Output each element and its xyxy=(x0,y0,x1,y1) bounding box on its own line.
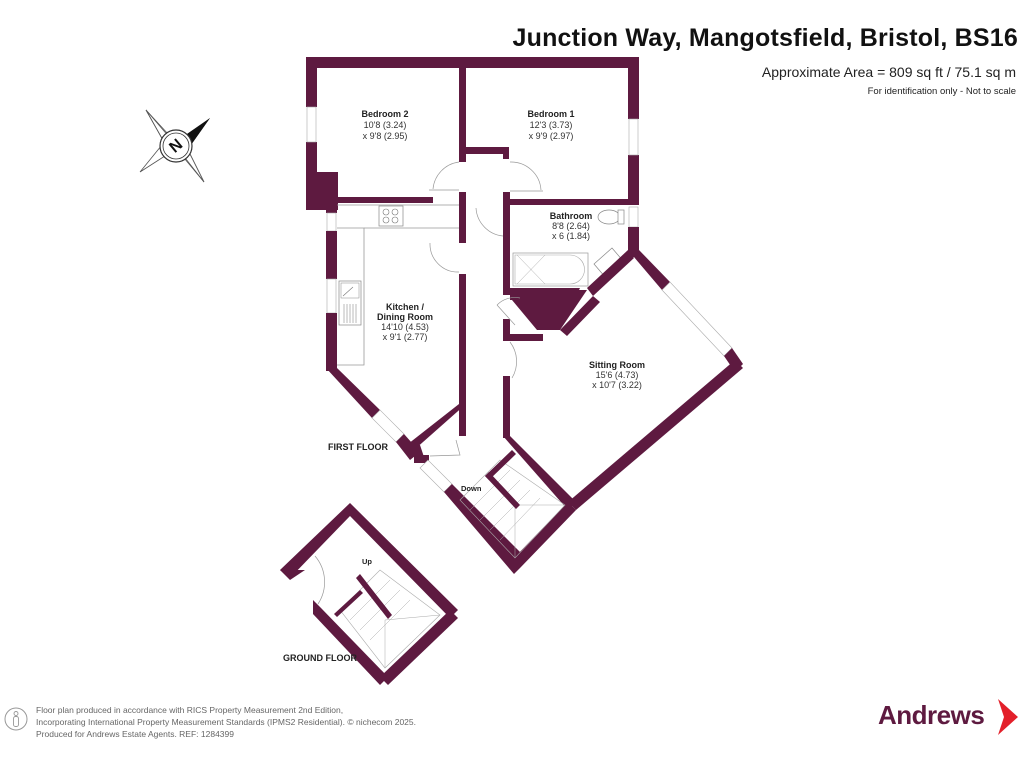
ground-floor-label: GROUND FLOOR xyxy=(283,653,357,663)
svg-text:Sitting Room: Sitting Room xyxy=(589,360,645,370)
svg-text:12'3 (3.73): 12'3 (3.73) xyxy=(530,120,573,130)
svg-text:Bathroom: Bathroom xyxy=(550,211,593,221)
svg-text:8'8 (2.64): 8'8 (2.64) xyxy=(552,221,590,231)
approximate-area: Approximate Area = 809 sq ft / 75.1 sq m xyxy=(761,64,1016,80)
person-icon xyxy=(4,707,28,731)
footer-line-3: Produced for Andrews Estate Agents. REF:… xyxy=(36,729,234,739)
svg-text:Bedroom 1: Bedroom 1 xyxy=(527,109,574,119)
footer-line-1: Floor plan produced in accordance with R… xyxy=(36,705,344,715)
svg-text:10'8 (3.24): 10'8 (3.24) xyxy=(364,120,407,130)
ground-floor-plan: GROUND FLOOR Up xyxy=(280,503,458,685)
svg-text:x 9'1 (2.77): x 9'1 (2.77) xyxy=(383,332,428,342)
svg-text:x 9'8 (2.95): x 9'8 (2.95) xyxy=(363,131,408,141)
first-floor-label: FIRST FLOOR xyxy=(328,442,388,452)
bathtub-icon xyxy=(512,252,589,287)
stairs-up-label: Up xyxy=(362,557,372,566)
andrews-logo: Andrews xyxy=(878,700,985,730)
staircase-down xyxy=(459,450,566,559)
scale-disclaimer: For identification only - Not to scale xyxy=(867,86,1016,97)
footer-line-2: Incorporating International Property Mea… xyxy=(36,717,416,727)
toilet-icon xyxy=(597,209,625,225)
staircase-up xyxy=(334,569,441,669)
svg-text:14'10 (4.53): 14'10 (4.53) xyxy=(381,322,429,332)
svg-text:x 10'7 (3.22): x 10'7 (3.22) xyxy=(592,380,642,390)
andrews-arrow-icon xyxy=(998,699,1018,735)
property-title: Junction Way, Mangotsfield, Bristol, BS1… xyxy=(512,24,1018,52)
svg-text:15'6 (4.73): 15'6 (4.73) xyxy=(596,370,639,380)
svg-text:x 9'9 (2.97): x 9'9 (2.97) xyxy=(529,131,574,141)
footer-disclaimer: Floor plan produced in accordance with R… xyxy=(36,704,416,740)
svg-text:Bedroom 2: Bedroom 2 xyxy=(361,109,408,119)
hob-icon xyxy=(378,205,404,227)
north-compass-icon: N xyxy=(139,109,210,183)
sink-icon xyxy=(338,280,362,326)
svg-text:Kitchen /: Kitchen / xyxy=(386,302,425,312)
stairs-down-label: Down xyxy=(461,484,482,493)
svg-text:Dining Room: Dining Room xyxy=(377,312,433,322)
svg-text:x 6 (1.84): x 6 (1.84) xyxy=(552,231,590,241)
first-floor-plan: Bedroom 2 10'8 (3.24) x 9'8 (2.95) Bedro… xyxy=(306,57,743,574)
